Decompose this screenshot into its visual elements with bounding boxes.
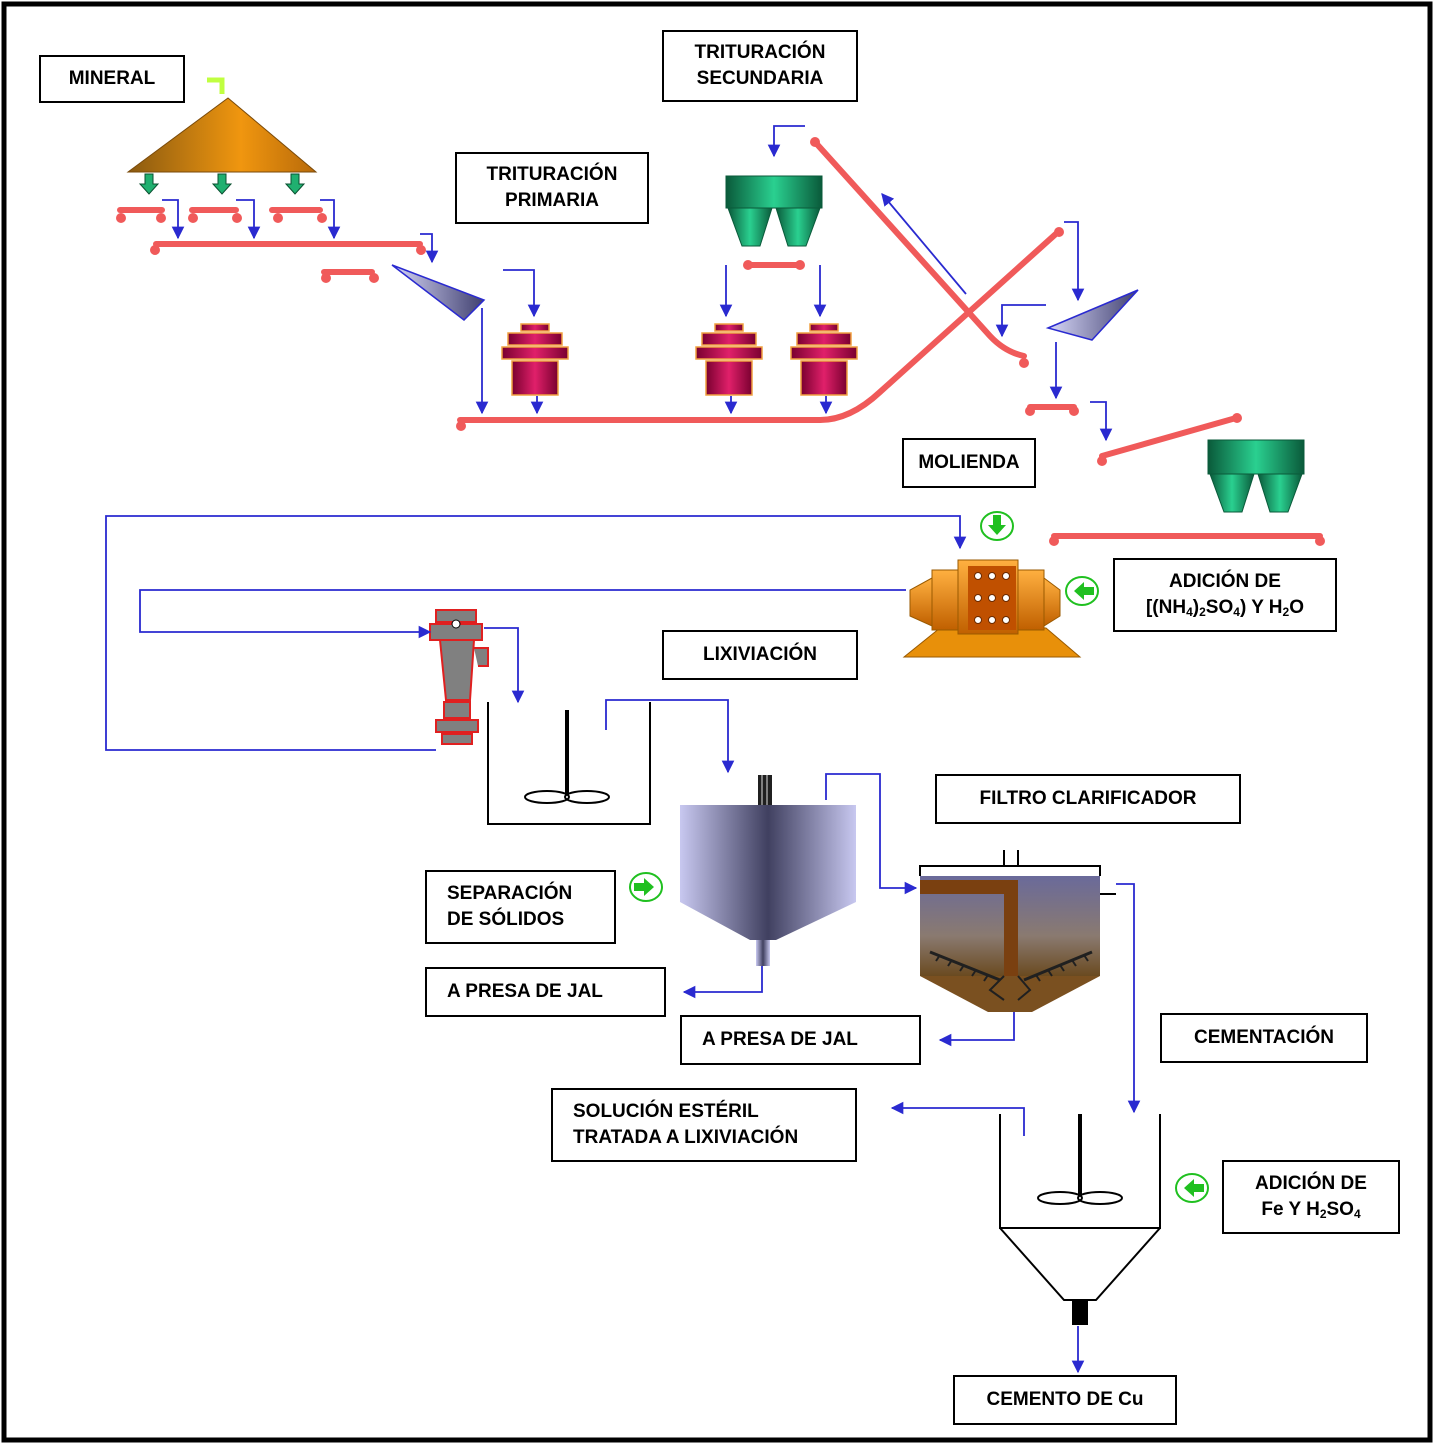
green-arrow-right-icon <box>629 872 663 902</box>
label-cementacion: CEMENTACIÓN <box>1160 1013 1368 1063</box>
clarifier-filter <box>919 850 1116 1012</box>
label-molienda: MOLIENDA <box>902 438 1036 488</box>
label-a-presa-de-jal-2: A PRESA DE JAL <box>680 1015 921 1065</box>
mill-balls <box>974 572 1010 624</box>
hopper-secondary <box>725 175 823 247</box>
label-filtro-clarificador: FILTRO CLARIFICADOR <box>935 774 1241 824</box>
label-adicion-sulfato-amonio: ADICIÓN DE [(NH4)2SO4) Y H2O <box>1113 558 1337 632</box>
ore-pile <box>126 77 318 173</box>
flow-lines <box>105 125 1141 1374</box>
hopper-mill <box>1207 439 1305 513</box>
primary-screen <box>391 264 486 321</box>
crusher-primary <box>501 323 569 396</box>
hydrocyclone <box>429 609 489 745</box>
label-cemento-cu: CEMENTO DE Cu <box>953 1375 1177 1425</box>
cementation-tank <box>999 1114 1161 1325</box>
crusher-secondary-2 <box>790 323 858 396</box>
conveyors <box>117 139 1323 539</box>
secondary-screen <box>1045 289 1139 341</box>
conveyor-pulleys <box>116 137 1325 546</box>
crusher-secondary-1 <box>695 323 763 396</box>
green-arrow-left-icon-2 <box>1175 1173 1209 1203</box>
label-a-presa-de-jal-1: A PRESA DE JAL <box>425 967 666 1017</box>
label-mineral: MINERAL <box>39 55 185 103</box>
label-lixiviacion: LIXIVIACIÓN <box>662 630 858 680</box>
green-arrow-left-icon <box>1065 576 1099 606</box>
label-adicion-fe-acido: ADICIÓN DE Fe Y H2SO4 <box>1222 1160 1400 1234</box>
green-arrow-down-icon <box>980 511 1014 541</box>
leaching-tank <box>487 702 651 825</box>
thickener <box>680 775 856 966</box>
feed-arrows <box>138 173 306 195</box>
